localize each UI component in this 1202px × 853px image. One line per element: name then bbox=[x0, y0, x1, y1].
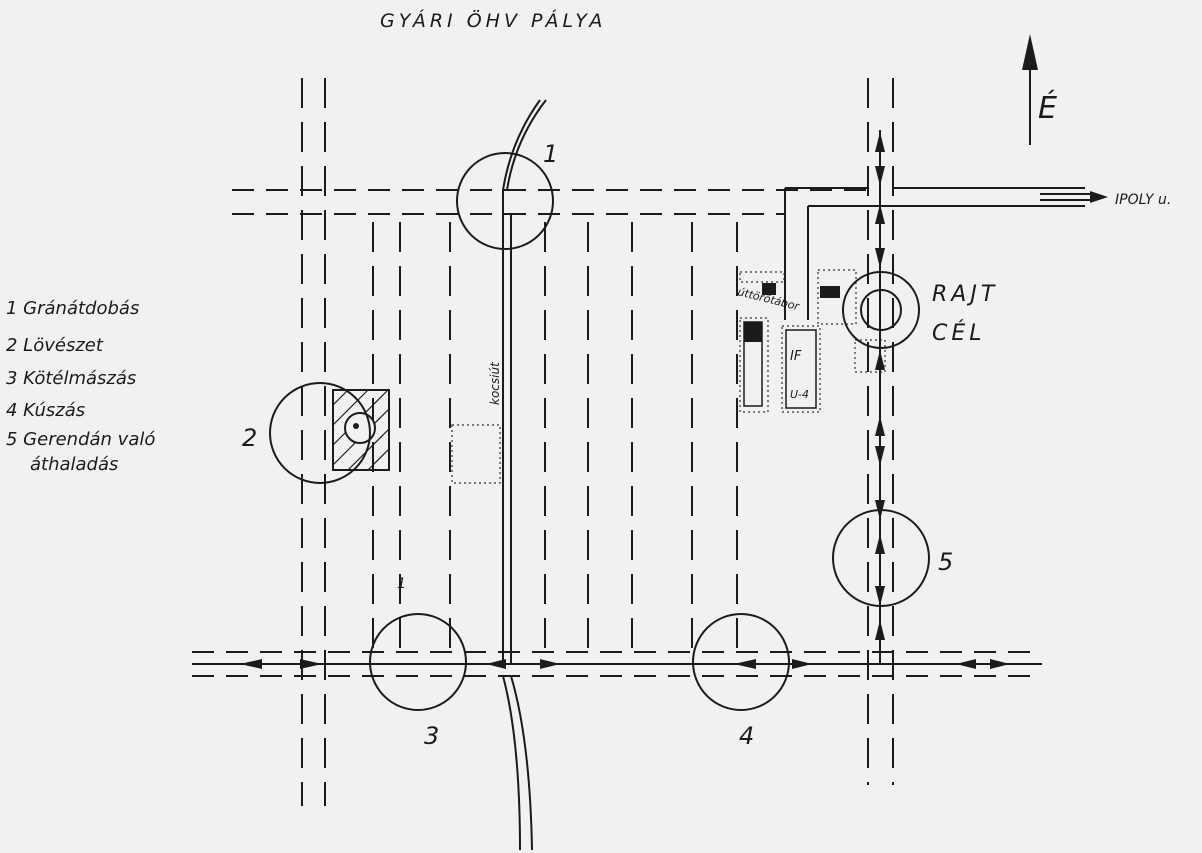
finish-label: CÉL bbox=[932, 320, 986, 346]
station-label-5: 5 bbox=[938, 548, 953, 576]
north-label: É bbox=[1038, 90, 1057, 126]
legend-item-5-cont: áthaladás bbox=[30, 454, 118, 475]
north-arrow-icon bbox=[1022, 34, 1038, 145]
legend-item-2: 2 Lövészet bbox=[6, 335, 104, 356]
legend-item-5: 5 Gerendán való bbox=[6, 429, 155, 450]
shooting-range bbox=[332, 389, 390, 471]
start-finish-station bbox=[842, 271, 920, 349]
legend-item-1: 1 Gránátdobás bbox=[6, 298, 139, 319]
legend-item-4: 4 Kúszás bbox=[6, 400, 85, 421]
interior-lanes bbox=[372, 222, 738, 648]
station-2 bbox=[269, 382, 371, 484]
station-3 bbox=[369, 613, 467, 711]
central-path bbox=[502, 99, 547, 851]
bottom-streets bbox=[192, 651, 1042, 677]
path-label: kocsiút bbox=[488, 361, 502, 405]
camp-buildings bbox=[451, 269, 886, 484]
legend: 1 Gránátdobás 2 Lövészet 3 Kötélmászás 4… bbox=[6, 298, 155, 475]
station-1 bbox=[456, 152, 554, 250]
station-label-1: 1 bbox=[543, 140, 558, 168]
legend-item-3: 3 Kötélmászás bbox=[6, 368, 136, 389]
map-title: GYÁRI ÖHV PÁLYA bbox=[380, 9, 606, 32]
start-label: RAJT bbox=[932, 282, 998, 307]
building-label-1: IF bbox=[790, 349, 802, 364]
route-arrows bbox=[240, 132, 1010, 669]
station-4 bbox=[692, 613, 790, 711]
left-street bbox=[301, 78, 326, 806]
station-label-2: 2 bbox=[242, 424, 257, 452]
station-label-3: 3 bbox=[424, 722, 439, 750]
building-label-2: U-4 bbox=[790, 388, 809, 401]
top-streets bbox=[232, 189, 870, 215]
small-marker: 1 bbox=[397, 576, 406, 592]
ipoly-road bbox=[784, 187, 1108, 320]
station-label-4: 4 bbox=[739, 722, 754, 750]
road-label: IPOLY u. bbox=[1115, 192, 1171, 208]
